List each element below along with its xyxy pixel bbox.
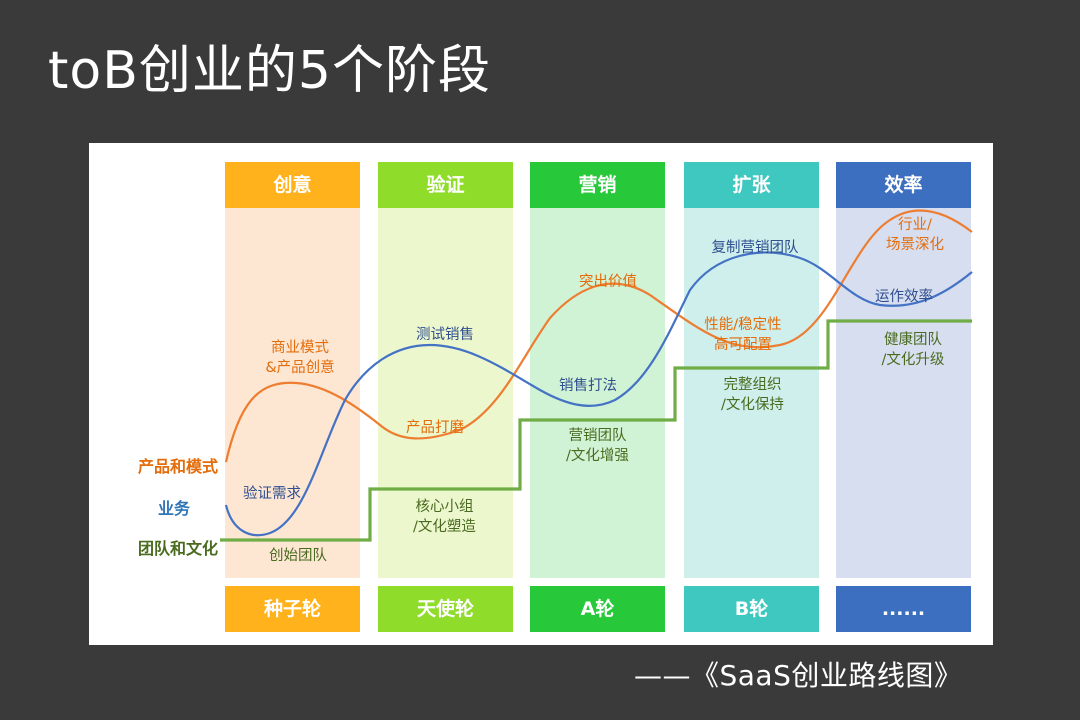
row-label-business: 业务	[157, 499, 190, 518]
team-note-3: 营销团队 /文化增强	[545, 426, 650, 467]
team-note-4: 完整组织 /文化保持	[700, 375, 805, 416]
product-note-2: 产品打磨	[406, 420, 464, 436]
team-note-1: 创始团队	[269, 548, 327, 564]
stage-footer-1: 种子轮	[225, 586, 360, 632]
stage-2-background	[378, 208, 513, 578]
business-note-2: 测试销售	[416, 327, 474, 343]
stage-3-background	[530, 208, 665, 578]
product-note-3: 突出价值	[579, 274, 637, 290]
team-note-5: 健康团队 /文化升级	[858, 330, 968, 371]
stage-header-2: 验证	[378, 162, 513, 208]
business-note-5: 运作效率	[875, 289, 933, 305]
stage-header-5: 效率	[836, 162, 971, 208]
row-label-team: 团队和文化	[137, 539, 218, 558]
product-curve	[224, 209, 973, 463]
slide-title: toB创业的5个阶段	[48, 41, 491, 101]
team-note-2-text: 核心小组 /文化塑造	[413, 499, 476, 536]
source-credit: ——《SaaS创业路线图》	[634, 659, 963, 692]
team-step-line	[220, 319, 972, 542]
row-label-product: 产品和模式	[137, 457, 218, 476]
business-note-1: 验证需求	[243, 486, 301, 502]
product-note-4-text: 性能/稳定性 高可配置	[704, 317, 782, 354]
stage-footer-3: A轮	[530, 586, 665, 632]
stage-header-3: 营销	[530, 162, 665, 208]
stage-header-4: 扩张	[684, 162, 819, 208]
team-note-3-text: 营销团队 /文化增强	[566, 428, 629, 465]
team-note-4-text: 完整组织 /文化保持	[721, 377, 784, 414]
business-note-4: 复制营销团队	[711, 240, 799, 256]
stage-1-background	[225, 208, 360, 578]
product-note-4: 性能/稳定性 高可配置	[688, 315, 798, 356]
product-note-1-text: 商业模式 &产品创意	[265, 340, 335, 377]
product-note-1: 商业模式 &产品创意	[245, 338, 355, 379]
team-note-5-text: 健康团队 /文化升级	[881, 332, 945, 369]
stage-footer-2: 天使轮	[378, 586, 513, 632]
product-note-5: 行业/ 场景深化	[860, 215, 970, 256]
stage-footer-4: B轮	[684, 586, 819, 632]
business-curve	[224, 251, 973, 537]
product-note-5-text: 行业/ 场景深化	[886, 217, 944, 254]
team-note-2: 核心小组 /文化塑造	[392, 497, 497, 538]
stage-5-background	[836, 208, 971, 578]
stage-footer-5: ......	[836, 586, 971, 632]
stage-4-background	[684, 208, 819, 578]
stage-header-1: 创意	[225, 162, 360, 208]
business-note-3: 销售打法	[559, 378, 617, 394]
